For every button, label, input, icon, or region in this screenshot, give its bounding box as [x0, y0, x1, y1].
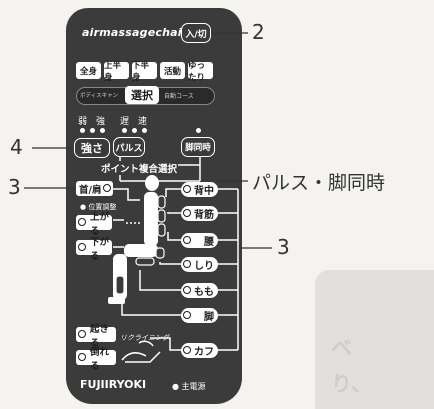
- indicator-dot: [142, 128, 147, 133]
- callout-power: 2: [252, 20, 265, 44]
- speed-slow-label: 遅: [120, 114, 129, 127]
- callout-pulse-leg: パルス・脚同時: [252, 168, 385, 195]
- mode-button-relax[interactable]: ゆったり: [188, 62, 213, 79]
- indicator-dot: [196, 128, 201, 133]
- indicator-circle-icon: [103, 184, 111, 192]
- indicator-dot: [132, 128, 137, 133]
- indicator-dot: [100, 128, 105, 133]
- indicator-circle-icon: [78, 243, 86, 251]
- strength-button[interactable]: 強さ: [74, 138, 110, 158]
- waist-button[interactable]: 腰: [181, 233, 218, 248]
- waist-label: 腰: [204, 233, 214, 248]
- back-label: 背中: [194, 182, 214, 197]
- select-right-tag: 自動コース: [164, 91, 194, 100]
- callout-strength: 4: [10, 135, 23, 159]
- calf-button[interactable]: カフ: [181, 343, 218, 358]
- recline-chair-icon: [122, 341, 160, 362]
- power-button[interactable]: 入/切: [181, 23, 211, 43]
- indicator-dot: [122, 128, 127, 133]
- strength-weak-label: 弱: [78, 114, 87, 127]
- indicator-circle-icon: [78, 330, 86, 338]
- callout-body: 3: [277, 235, 290, 259]
- neck-shoulder-button[interactable]: 首/肩: [76, 181, 113, 196]
- indicator-circle-icon: [183, 346, 191, 354]
- lower-label: 下がる: [90, 234, 112, 262]
- pulse-button[interactable]: パルス: [113, 137, 145, 157]
- raise-button[interactable]: 上がる: [76, 215, 112, 230]
- indicator-circle-icon: [183, 209, 191, 217]
- leg-button[interactable]: 脚: [181, 308, 218, 323]
- indicator-circle-icon: [183, 260, 191, 268]
- leg-label: 脚: [204, 308, 214, 323]
- hip-label: しり: [194, 257, 214, 272]
- raise-label: 上がる: [90, 209, 112, 237]
- callout-neck: 3: [8, 175, 21, 199]
- point-select-label: ポイント複合選択: [100, 161, 178, 175]
- indicator-dot: [90, 128, 95, 133]
- back-button[interactable]: 背中: [181, 182, 218, 197]
- recline-down-button[interactable]: 倒れる: [76, 350, 116, 365]
- indicator-circle-icon: [183, 286, 191, 294]
- mode-button-full[interactable]: 全身: [76, 62, 101, 79]
- neck-shoulder-label: 首/肩: [79, 182, 101, 196]
- recline-down-label: 倒れる: [90, 344, 116, 372]
- spine-button[interactable]: 背筋: [181, 206, 218, 221]
- thigh-button[interactable]: もも: [181, 283, 218, 298]
- leg-sync-button[interactable]: 脚同時: [181, 137, 215, 157]
- recline-up-button[interactable]: 起きる: [76, 327, 116, 342]
- speed-fast-label: 速: [138, 114, 147, 127]
- mode-button-lower[interactable]: 下半身: [132, 62, 157, 79]
- mode-button-active[interactable]: 活動: [160, 62, 185, 79]
- select-left-tag: ボディスキャン: [80, 91, 118, 99]
- indicator-circle-icon: [183, 311, 191, 319]
- indicator-circle-icon: [183, 236, 191, 244]
- indicator-circle-icon: [78, 353, 86, 361]
- maker-logo: FUJIIRYOKI: [80, 378, 146, 391]
- lower-button[interactable]: 下がる: [76, 240, 112, 255]
- strength-strong-label: 強: [96, 114, 105, 127]
- thigh-label: もも: [194, 283, 214, 298]
- indicator-circle-icon: [183, 185, 191, 193]
- main-power-label: ● 主電源: [172, 381, 206, 392]
- indicator-circle-icon: [78, 218, 86, 226]
- select-button[interactable]: 選択: [125, 86, 159, 104]
- spine-label: 背筋: [194, 206, 214, 221]
- mode-button-upper[interactable]: 上半身: [104, 62, 129, 79]
- brand-logo: airmassagechair: [82, 26, 187, 39]
- calf-label: カフ: [194, 343, 214, 358]
- indicator-dot: [80, 128, 85, 133]
- hip-button[interactable]: しり: [181, 257, 218, 272]
- recline-label: リクライニング: [120, 333, 169, 343]
